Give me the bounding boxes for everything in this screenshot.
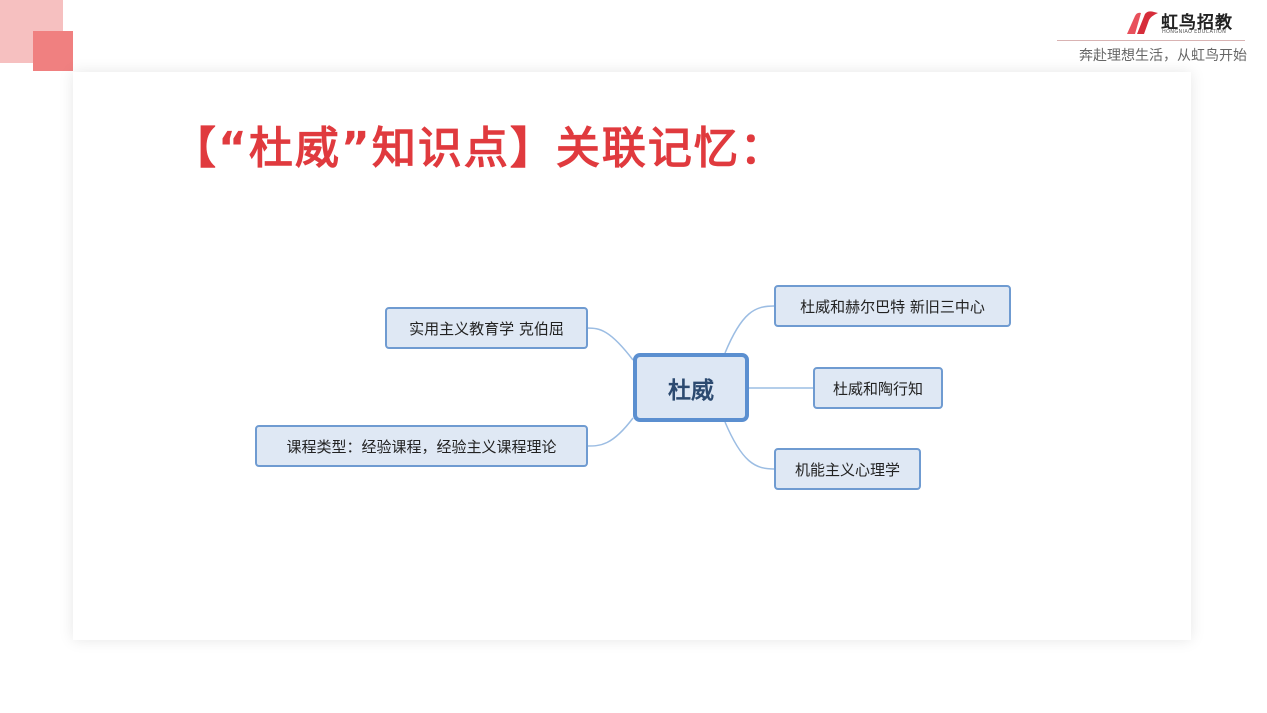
mindmap-node-right-2: 杜威和陶行知 (813, 367, 943, 409)
mindmap-node-right-1: 杜威和赫尔巴特 新旧三中心 (774, 285, 1011, 327)
brand-bird-icon (1127, 11, 1158, 35)
mindmap-node-right-3: 机能主义心理学 (774, 448, 921, 490)
decor-square-dark (33, 31, 73, 71)
brand-logo: 虹鸟招教 HONGNIAO EDUCATION (1125, 8, 1245, 38)
brand-divider (1057, 40, 1245, 41)
slide-title: 【“杜威”知识点】关联记忆： (172, 123, 786, 174)
mindmap-node-left-2: 课程类型：经验课程，经验主义课程理论 (255, 425, 588, 467)
brand-subtitle: HONGNIAO EDUCATION (1162, 29, 1227, 35)
brand-slogan: 奔赴理想生活，从虹鸟开始 (1079, 48, 1247, 64)
mindmap-center-node: 杜威 (633, 353, 749, 422)
brand-name: 虹鸟招教 (1161, 13, 1233, 33)
mindmap-node-left-1: 实用主义教育学 克伯屈 (385, 307, 588, 349)
